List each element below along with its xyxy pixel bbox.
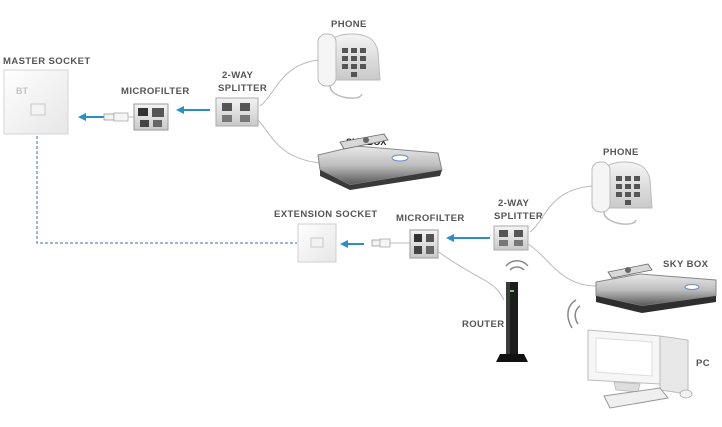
splitter-icon-bottom [493,225,529,251]
wifi-signal-icon-pc [567,299,581,329]
socket-logo: BT [16,86,28,96]
cable-splitter-phone-top [259,59,319,107]
skybox-bottom [595,263,717,313]
master-socket: BT [3,69,69,135]
router [496,260,529,362]
desktop-computer-icon [587,329,693,409]
master-socket-label: MASTER SOCKET [3,56,91,67]
socket-port [30,103,46,116]
extension-socket-label: EXTENSION SOCKET [274,209,378,220]
splitter-bottom [493,225,529,251]
microfilter-top [103,103,169,131]
phone-bottom-label: PHONE [603,147,639,158]
socket-icon [3,69,69,135]
splitter-top [215,97,259,127]
microfilter-bottom [371,229,439,259]
skybox-top: SKY BOX [317,133,443,190]
microfilter-top-label: MICROFILTER [121,86,190,97]
pc [567,299,693,409]
wifi-signal-icon [505,260,529,271]
phone-bottom [591,161,653,225]
splitter-bottom-label-line1: 2-WAY [498,198,529,209]
splitter-top-label-line1: 2-WAY [222,70,253,81]
microfilter-bottom-label: MICROFILTER [396,213,465,224]
dashed-wiring-line [36,136,297,244]
extension-socket [297,223,337,263]
pc-label: PC [696,358,710,369]
splitter-bottom-label-line2: SPLITTER [494,211,543,222]
cable-splitter-phone-bottom [529,185,593,233]
router-label: ROUTER [462,319,505,330]
skybox-bottom-label: SKY BOX [663,259,709,270]
cable-splitter-skybox-top [257,119,321,164]
splitter-top-label-line2: SPLITTER [218,83,267,94]
cable-filter-router [435,249,505,301]
phone-top [317,33,381,99]
arrows [78,106,490,248]
phone-top-label: PHONE [331,19,367,30]
plug-top [103,113,115,121]
cable-splitter-skybox-bottom [527,243,597,287]
